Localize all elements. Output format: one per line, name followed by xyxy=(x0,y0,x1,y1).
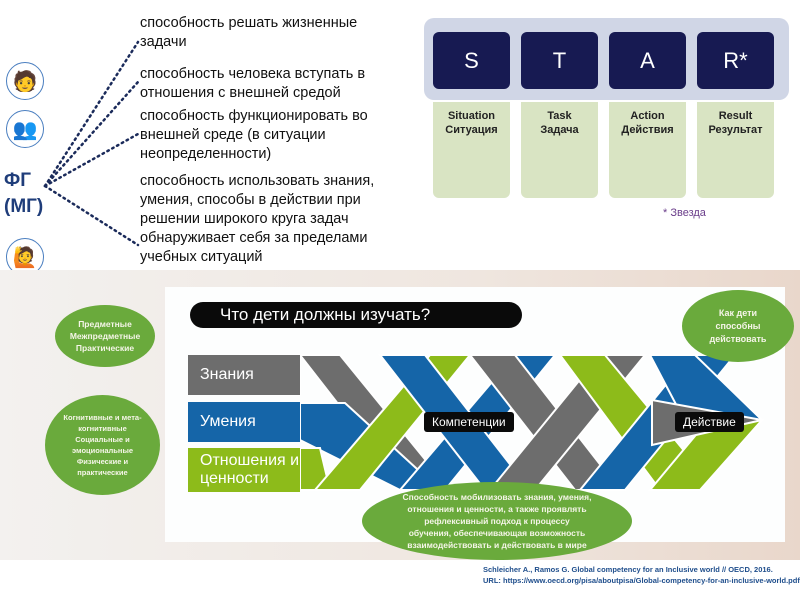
bubble-competence: Способность мобилизовать знания, умения,… xyxy=(362,482,632,560)
star-en: Situation xyxy=(447,110,496,122)
definition-3: способность функционировать во внешней с… xyxy=(140,108,368,162)
reference-link[interactable]: https://www.oecd.org/pisa/aboutpisa/Glob… xyxy=(503,576,800,585)
bubble-action: Как дети способны действовать xyxy=(682,290,794,362)
definition-1: способность решать жизненные задачи xyxy=(140,15,358,50)
fg-label: ФГ (МГ) xyxy=(4,168,43,220)
star-ru: Результат xyxy=(708,124,763,136)
star-letter-r: R* xyxy=(697,32,774,89)
competence-label: Компетенции xyxy=(424,412,514,432)
group-people-icon: 👥 xyxy=(6,110,44,148)
star-letter-t: T xyxy=(521,32,598,89)
reference: Schleicher A., Ramos G. Global competenc… xyxy=(483,564,800,586)
star-ru: Действия xyxy=(621,124,674,136)
bubble-skills: Когнитивные и мета-когнитивные Социальны… xyxy=(45,395,160,495)
reference-citation: Schleicher A., Ramos G. Global competenc… xyxy=(483,565,773,574)
bubble-knowledge: Предметные Межпредметные Практические xyxy=(55,305,155,367)
action-label: Действие xyxy=(675,412,744,432)
person-tool-icon: 🧑 xyxy=(6,62,44,100)
band-knowledge: Знания xyxy=(188,355,300,395)
fg-label-line1: ФГ xyxy=(4,170,31,191)
star-footnote: * Звезда xyxy=(663,207,706,219)
reference-url-line: URL: https://www.oecd.org/pisa/aboutpisa… xyxy=(483,575,800,586)
definition-2: способность человека вступать в отношени… xyxy=(140,66,366,101)
star-ru: Ситуация xyxy=(445,124,498,136)
star-en: Action xyxy=(630,110,665,122)
band-values: Отношения и ценности xyxy=(188,448,300,492)
band-skills: Умения xyxy=(188,402,300,442)
star-letter-a: A xyxy=(609,32,686,89)
star-en: Result xyxy=(718,110,753,122)
star-en: Task xyxy=(547,110,572,122)
fg-label-line2: (МГ) xyxy=(4,196,44,217)
braid-title: Что дети должны изучать? xyxy=(190,302,522,328)
definition-4: способность использовать знания, умения,… xyxy=(140,173,375,265)
star-ru: Задача xyxy=(540,124,579,136)
dotted-connectors xyxy=(43,40,140,247)
reference-url-label: URL: xyxy=(483,576,501,585)
star-letter-s: S xyxy=(433,32,510,89)
